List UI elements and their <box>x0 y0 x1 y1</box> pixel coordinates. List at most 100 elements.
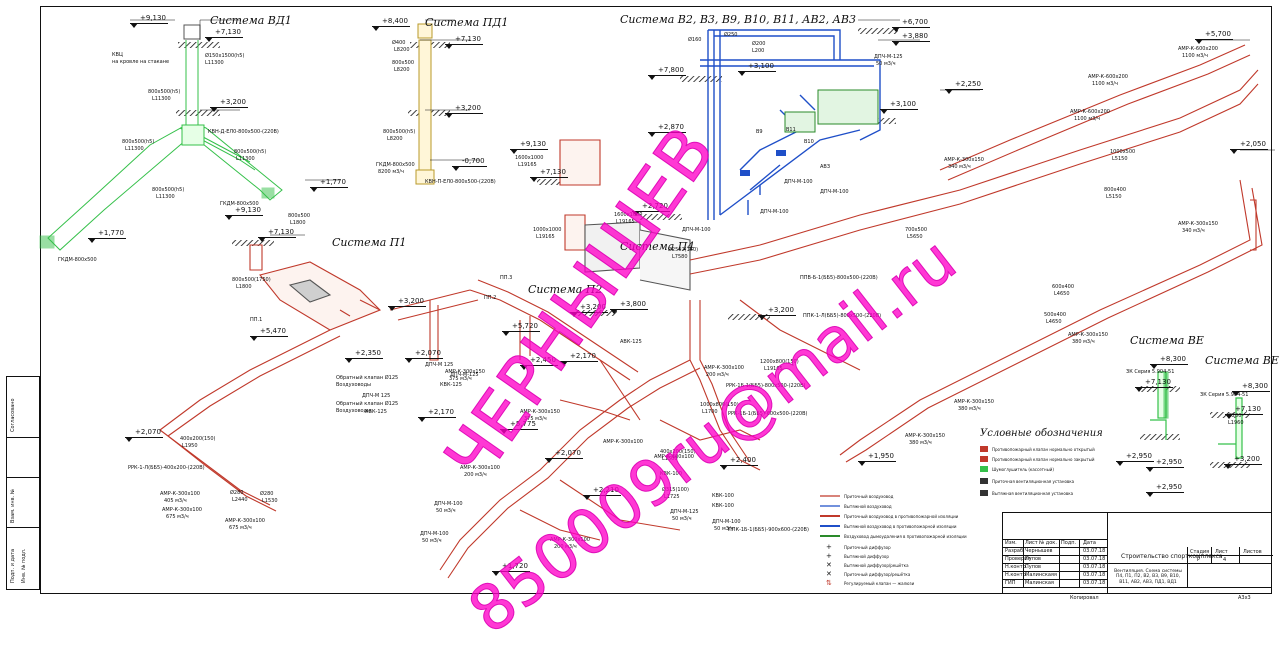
stamp-h-data: Дата <box>1083 540 1096 546</box>
elevation-mark: +8,300 <box>1150 355 1188 369</box>
duct-label: 800x500(h5) <box>152 187 185 193</box>
legend-line-item: Приточный диффузор/решётка <box>844 572 911 577</box>
duct-label: АМР-К-300x150 <box>944 157 984 163</box>
elevation-mark: +7,800 <box>648 66 686 80</box>
duct-label: ДПЧ-М 125 <box>425 362 454 368</box>
elevation-mark: +2,400 <box>720 456 758 470</box>
duct-label: ДПЧ-М-125 <box>670 509 699 515</box>
elevation-mark: +3,200 <box>388 297 426 311</box>
stamp-role: Н.контр. <box>1005 572 1028 578</box>
elevation-mark: +2,950 <box>1146 483 1184 497</box>
elevation-mark: +2,950 <box>1146 458 1184 472</box>
duct-label: ГКДМ-800x500 <box>58 257 97 263</box>
duct-label: Ø160 <box>688 37 702 43</box>
elevation-mark: +2,050 <box>1230 140 1268 154</box>
duct-label: ДПЧ-М-125 <box>874 54 903 60</box>
duct-label: КВК-100 <box>712 493 734 499</box>
duct-label: ДПЧ-М-100 <box>712 519 741 525</box>
duct-label: 800x500(1750) <box>232 277 271 283</box>
duct-label: АМР-К-300x100 <box>603 439 643 445</box>
system-b-group-units <box>740 89 879 176</box>
duct-label: 380 м3/ч <box>909 440 932 446</box>
duct-label: L4650 <box>1054 291 1070 297</box>
elevation-mark: +3,200 <box>570 303 608 317</box>
stamp-h-list: Лист <box>1025 540 1038 546</box>
duct-label: Воздуховоды <box>336 408 371 414</box>
duct-label: АМР-К-300x150 <box>905 433 945 439</box>
elevation-mark: +1,950 <box>858 452 896 466</box>
duct-label: L11300 <box>205 60 224 66</box>
duct-label: Ø250 <box>724 32 738 38</box>
duct-label: 50 м3/ч <box>876 61 896 67</box>
elevation-mark: +3,200 <box>445 104 483 118</box>
stamp-name: Малинскаяя <box>1025 572 1057 578</box>
stamp-role: Н.контр. <box>1005 564 1028 570</box>
elevation-mark: +1,770 <box>310 178 348 192</box>
duct-label: АМР-К-300x100 <box>160 491 200 497</box>
duct-label: ДПЧ-М-100 <box>420 531 449 537</box>
elevation-mark: +2,350 <box>345 349 383 363</box>
duct-label: L11300 <box>156 194 175 200</box>
duct-label: L11300 <box>236 156 255 162</box>
duct-label: L200 <box>752 48 765 54</box>
legend-line-item: Регулируемый клапан — жалюзи <box>844 581 915 586</box>
drawing-sheet: Согласовано Взам. инв. № Подп. и дата Ин… <box>6 6 1279 648</box>
elevation-mark: +2,720 <box>632 202 670 216</box>
elevation-mark: +2,210 <box>583 486 621 500</box>
elevation-mark: +7,130 <box>1225 405 1263 419</box>
title-vd1: Система ВД1 <box>210 14 292 27</box>
elevation-mark: +3,880 <box>892 32 930 46</box>
duct-label: 200 м3/ч <box>464 472 487 478</box>
duct-label: 800x500 <box>392 60 415 66</box>
legend-line-item: Приточный воздуховод в противопожарной и… <box>844 514 959 519</box>
duct-label: Обратный клапан Ø125 <box>336 401 399 407</box>
duct-label: 675 м3/ч <box>166 514 189 520</box>
stamp-date: 03.07.18 <box>1083 556 1106 562</box>
duct-label: АМР-К-300x150 <box>445 369 485 375</box>
duct-label: ППК-1-Л(ББ5)-800x500-(220В) <box>803 313 882 319</box>
stamp-date: 03.07.18 <box>1083 548 1106 554</box>
elevation-mark: +2,870 <box>648 123 686 137</box>
duct-label: АМР-К-600x200 <box>1070 109 1110 115</box>
duct-label: L7580 <box>672 254 688 260</box>
duct-label: 800x500 <box>288 213 311 219</box>
duct-label: АМР-К-300x100 <box>162 507 202 513</box>
elevation-mark: +8,400 <box>372 17 410 31</box>
ventilation-schematic: + + ✕ ✕ ⇅ <box>39 19 1275 587</box>
duct-label: ГКДМ-800x500 <box>376 162 415 168</box>
duct-label: В9 <box>756 129 763 135</box>
duct-label: В11 <box>786 127 796 133</box>
elevation-mark: +5,775 <box>500 420 538 434</box>
duct-label: L1960 <box>1228 420 1244 426</box>
stamp-name: Малинская <box>1025 580 1054 586</box>
legend-item: Шумоглушитель (кассетный) <box>992 467 1054 472</box>
duct-label: ДПЧ-М 125 <box>362 393 391 399</box>
duct-label: ПП.2 <box>484 295 497 301</box>
stamp-h-ndok: № док. <box>1039 540 1057 546</box>
elevation-mark: +3,200 <box>1224 455 1262 469</box>
side-strip: Согласовано Взам. инв. № Подп. и дата Ин… <box>6 376 40 590</box>
stamp-list-h: Лист <box>1215 549 1228 555</box>
duct-label: 1100 м3/ч <box>1182 53 1208 59</box>
duct-label: ДПЧ-М-100 <box>784 179 813 185</box>
legend-line-item: Воздуховод дымоудаления в противопожарно… <box>844 534 967 539</box>
duct-label: 1000x1000 <box>533 227 562 233</box>
duct-label: 1600x1000 <box>515 155 544 161</box>
duct-label: АМР-К-300x150 <box>1068 332 1108 338</box>
duct-label: ДПЧ-М-100 <box>434 501 463 507</box>
legend-line-item: Приточный диффузор <box>844 545 891 550</box>
elevation-mark: +2,070 <box>125 428 163 442</box>
legend-item: Противопожарный клапан нормально закрыты… <box>992 457 1095 462</box>
duct-label: L1700 <box>702 409 718 415</box>
elevation-mark: -0,700 <box>452 157 487 171</box>
svg-text:✕: ✕ <box>826 561 832 569</box>
svg-text:⇅: ⇅ <box>826 579 832 587</box>
duct-label: Ø200 <box>1228 413 1242 419</box>
svg-text:+: + <box>826 552 832 560</box>
duct-label: 8200 м3/ч <box>378 169 404 175</box>
duct-label: 800x500(h5) <box>383 129 416 135</box>
duct-label: L1530 <box>262 498 278 504</box>
legend-item: Приточная вентиляционная установка <box>992 479 1075 484</box>
duct-label: КВК-100 <box>712 503 734 509</box>
duct-label: 375 м3/ч <box>524 416 547 422</box>
